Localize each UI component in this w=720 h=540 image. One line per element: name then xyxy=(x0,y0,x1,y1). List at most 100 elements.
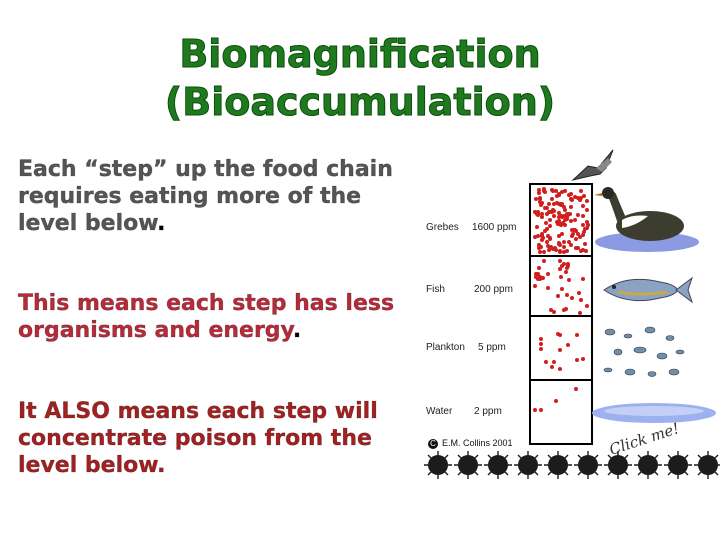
toxin-dot xyxy=(539,215,544,220)
toxin-dot xyxy=(566,262,571,267)
toxin-dot xyxy=(562,261,567,266)
toxin-dot xyxy=(565,266,570,271)
level-label-plankton: Plankton xyxy=(426,342,465,353)
toxin-dot xyxy=(566,264,571,269)
toxin-dot xyxy=(559,190,564,195)
grebe-icon xyxy=(594,187,699,252)
toxin-dot xyxy=(557,367,562,372)
toxin-dot xyxy=(581,223,586,228)
toxin-dot xyxy=(573,246,578,251)
toxin-dot xyxy=(547,236,552,241)
toxin-dot xyxy=(559,231,564,236)
paragraph-2-text: This means each step has less organisms … xyxy=(18,291,395,344)
toxin-dot xyxy=(554,398,559,403)
toxin-dot xyxy=(569,204,574,209)
toxin-dot xyxy=(568,212,573,217)
toxin-dot xyxy=(537,188,542,193)
toxin-dot xyxy=(573,195,578,200)
toxin-dot xyxy=(533,284,537,289)
toxin-dot xyxy=(559,286,564,291)
toxin-dot xyxy=(583,242,588,247)
toxin-dot xyxy=(534,275,539,280)
paragraph-less-organisms: This means each step has less organisms … xyxy=(18,290,418,344)
toxin-dot xyxy=(551,208,556,213)
toxin-dot xyxy=(566,192,571,197)
toxin-dot xyxy=(566,343,571,348)
toxin-dot xyxy=(537,200,542,205)
toxin-dot xyxy=(564,248,569,253)
toxin-dot xyxy=(563,223,568,228)
toxin-dot xyxy=(557,267,562,272)
toxin-dot xyxy=(553,246,558,251)
toxin-dot xyxy=(560,215,565,220)
concentration-box-grebes xyxy=(529,183,593,257)
toxin-dot xyxy=(575,333,580,338)
toxin-dot xyxy=(537,191,542,196)
toxin-dot xyxy=(542,250,547,255)
toxin-dot xyxy=(573,386,578,391)
plankton-icon xyxy=(603,326,685,377)
toxin-dot xyxy=(559,263,564,268)
slide-title: Biomagnification (Bioaccumulation) xyxy=(0,30,720,126)
toxin-dot xyxy=(551,213,556,218)
toxin-dot xyxy=(556,211,561,216)
toxin-dot xyxy=(543,206,548,211)
toxin-dot xyxy=(573,237,578,242)
toxin-dot xyxy=(557,347,562,352)
paragraph-2-period: . xyxy=(292,318,302,344)
toxin-dot xyxy=(584,207,589,212)
toxin-dot xyxy=(559,203,564,208)
level-ppm-water: 2 ppm xyxy=(474,406,502,417)
toxin-dot xyxy=(547,209,552,214)
toxin-dot xyxy=(544,212,549,217)
toxin-dot xyxy=(534,196,539,201)
concentration-box-plankton xyxy=(529,315,593,381)
toxin-dot xyxy=(543,359,548,364)
toxin-dot xyxy=(545,227,550,232)
toxin-dot xyxy=(556,192,561,197)
toxin-dot xyxy=(578,196,583,201)
toxin-dot xyxy=(583,249,588,254)
toxin-dot xyxy=(570,234,575,239)
toxin-dot xyxy=(534,211,539,216)
toxin-dot xyxy=(549,245,554,250)
toxin-dot xyxy=(545,205,550,210)
toxin-dot xyxy=(563,270,568,275)
toxin-dot xyxy=(540,276,545,281)
concentration-box-water xyxy=(529,379,593,445)
toxin-dot xyxy=(545,240,550,245)
toxin-dot xyxy=(562,244,567,249)
toxin-dot xyxy=(576,213,581,218)
level-ppm-grebes: 1600 ppm xyxy=(472,222,517,233)
toxin-dot xyxy=(581,356,586,361)
toxin-dot xyxy=(545,243,550,248)
water-icon xyxy=(592,403,716,423)
toxin-dot xyxy=(577,198,582,203)
toxin-dot xyxy=(540,232,545,237)
toxin-dot xyxy=(580,276,585,281)
toxin-dot xyxy=(569,295,574,300)
toxin-dot xyxy=(571,227,576,232)
toxin-dot xyxy=(539,211,544,216)
level-label-grebes: Grebes xyxy=(426,222,459,233)
toxin-dot xyxy=(537,243,542,248)
toxin-dot xyxy=(541,187,546,192)
toxin-dot xyxy=(571,231,576,236)
paragraph-food-chain-step: Each “step” up the food chain requires e… xyxy=(18,156,418,237)
toxin-dot xyxy=(546,286,551,291)
toxin-dot xyxy=(547,224,552,229)
toxin-dot xyxy=(580,213,585,218)
toxin-dot xyxy=(556,293,561,298)
toxin-dot xyxy=(537,266,542,271)
toxin-dot xyxy=(561,308,566,313)
toxin-dot xyxy=(584,219,589,224)
toxin-dot xyxy=(537,250,542,255)
toxin-dot xyxy=(551,201,556,206)
title-line-1: Biomagnification xyxy=(179,32,541,77)
toxin-dot xyxy=(546,271,551,276)
toxin-dot xyxy=(539,237,544,242)
toxin-dot xyxy=(578,298,583,303)
toxin-dot xyxy=(584,199,589,204)
toxin-dot xyxy=(562,250,567,255)
